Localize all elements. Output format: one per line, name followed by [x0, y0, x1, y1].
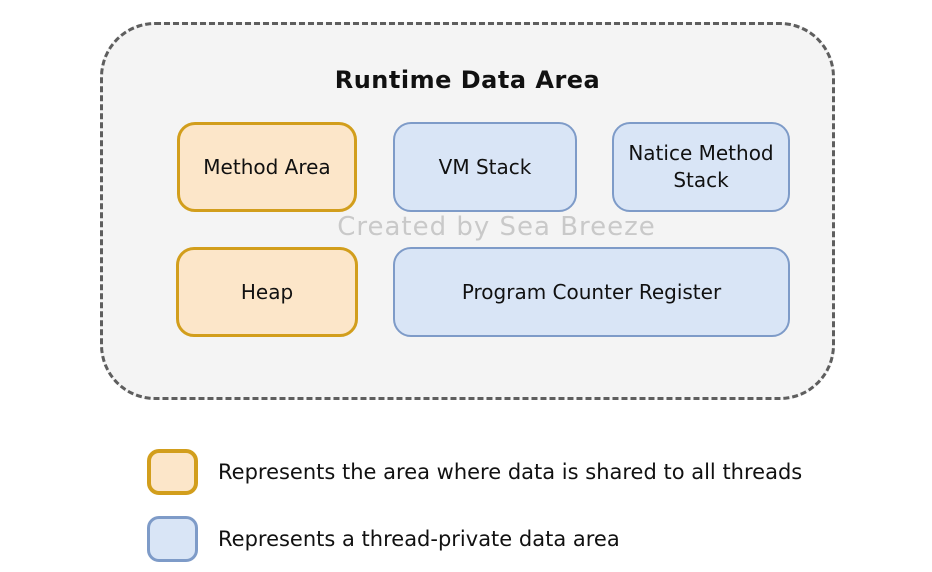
method-area-label: Method Area: [203, 154, 331, 179]
diagram-title: Runtime Data Area: [334, 66, 601, 94]
legend-label-shared: Represents the area where data is shared…: [218, 459, 803, 484]
heap-box: Heap: [176, 247, 358, 337]
legend-label-private: Represents a thread-private data area: [218, 526, 620, 551]
native-method-stack-box: Natice Method Stack: [612, 122, 790, 212]
legend-item-shared: Represents the area where data is shared…: [147, 448, 802, 495]
heap-label: Heap: [240, 279, 294, 304]
vm-stack-label: VM Stack: [438, 154, 532, 179]
vm-stack-box: VM Stack: [393, 122, 577, 212]
legend-swatch-private-icon: [147, 515, 198, 562]
program-counter-register-label: Program Counter Register: [461, 279, 722, 304]
native-method-stack-label: Natice Method Stack: [628, 141, 774, 192]
method-area-box: Method Area: [177, 122, 357, 212]
program-counter-register-box: Program Counter Register: [393, 247, 790, 337]
legend-item-private: Represents a thread-private data area: [147, 515, 620, 562]
legend-swatch-shared-icon: [147, 448, 198, 495]
